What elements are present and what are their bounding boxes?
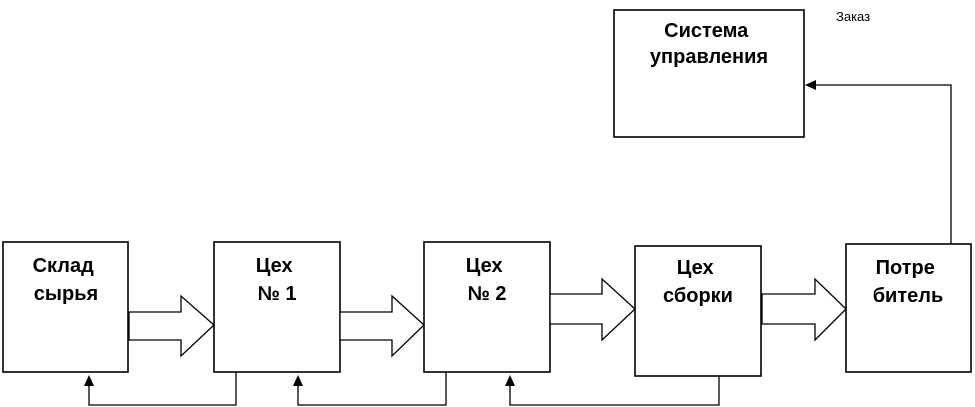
- box-control-system-line-2: управления: [650, 46, 768, 68]
- box-raw-storage-line-2: сырья: [34, 283, 98, 305]
- order-label: Заказ: [836, 9, 870, 24]
- box-assembly-line-2: сборки: [663, 285, 733, 307]
- arrowhead-up-icon: [293, 375, 303, 386]
- flow-arrow-assembly-to-consumer: [761, 277, 847, 342]
- box-raw-storage-line-1: Склад: [33, 255, 95, 277]
- box-consumer-label: Потре битель: [873, 257, 944, 307]
- box-workshop-1-label: Цех № 1: [256, 255, 298, 305]
- box-assembly-line-1: Цех: [677, 257, 714, 279]
- feedback-workshop-2-to-workshop-1: [293, 372, 447, 406]
- flow-arrow-storage-to-workshop-1: [128, 294, 215, 358]
- box-raw-storage-label: Склад сырья: [33, 255, 100, 305]
- flow-arrow-workshop-2-to-assembly: [549, 277, 636, 342]
- box-workshop-1-line-2: № 1: [258, 283, 297, 305]
- order-line-consumer-to-control-system: [805, 80, 952, 244]
- box-workshop-1-line-1: Цех: [256, 255, 293, 277]
- box-workshop-2-line-2: № 2: [468, 283, 507, 305]
- box-control-system-label: Система управления: [650, 20, 768, 68]
- box-raw-storage: Склад сырья: [2, 241, 129, 373]
- feedback-workshop-1-to-storage: [84, 372, 237, 406]
- box-consumer-line-2: битель: [873, 285, 944, 307]
- box-assembly: Цех сборки: [634, 245, 762, 377]
- box-workshop-2: Цех № 2: [423, 241, 551, 373]
- box-workshop-1: Цех № 1: [213, 241, 341, 373]
- flow-arrow-workshop-1-to-workshop-2: [339, 294, 425, 358]
- box-control-system: Система управления: [613, 9, 805, 138]
- arrowhead-up-icon: [505, 375, 515, 386]
- box-workshop-2-label: Цех № 2: [466, 255, 508, 305]
- arrowhead-left-icon: [805, 80, 816, 90]
- box-consumer: Потре битель: [845, 243, 972, 373]
- box-consumer-line-1: Потре: [876, 257, 935, 279]
- box-control-system-line-1: Система: [664, 20, 749, 42]
- box-assembly-label: Цех сборки: [663, 257, 733, 307]
- feedback-assembly-to-workshop-2: [505, 375, 720, 406]
- box-workshop-2-line-1: Цех: [466, 255, 503, 277]
- arrowhead-up-icon: [84, 375, 94, 386]
